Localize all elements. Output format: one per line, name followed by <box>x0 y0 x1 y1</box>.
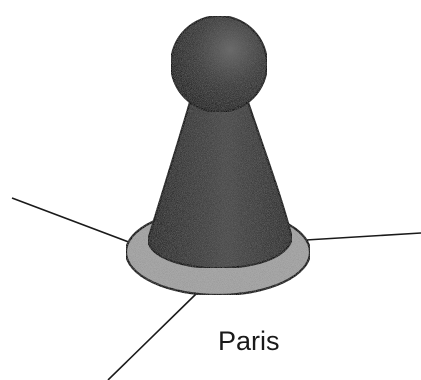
pawn-head <box>171 16 267 112</box>
pawn-icon[interactable] <box>126 16 310 295</box>
pawn-body <box>148 102 292 268</box>
city-label: Paris <box>218 326 280 356</box>
route-line-east <box>306 233 421 240</box>
route-line-south <box>108 294 196 380</box>
route-line-west <box>12 198 134 244</box>
